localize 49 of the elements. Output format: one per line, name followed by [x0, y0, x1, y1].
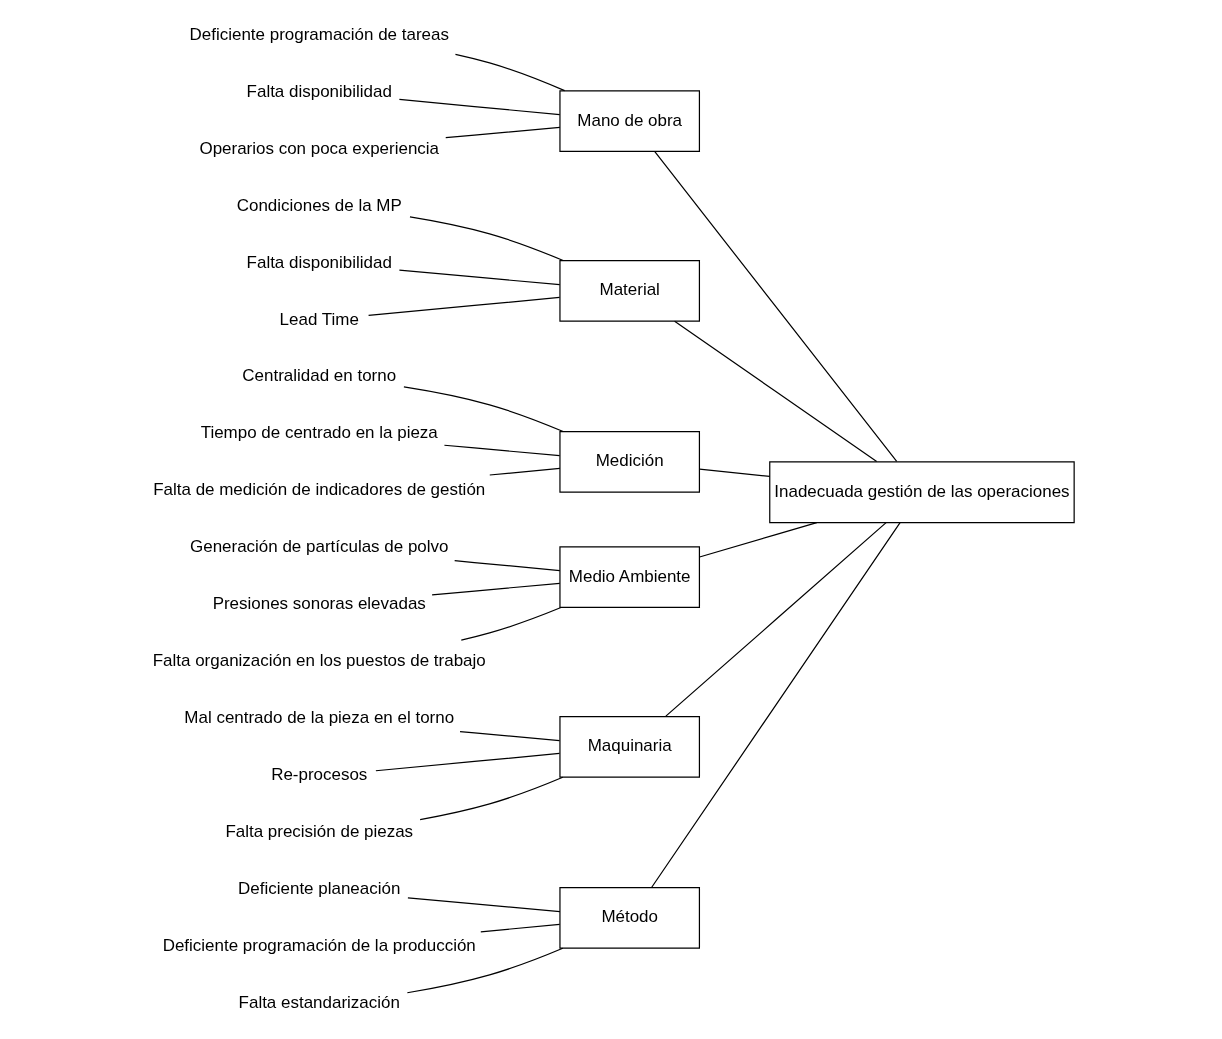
node-box: Método: [558, 886, 700, 949]
node-text: Lead Time: [279, 309, 359, 329]
connector: [419, 776, 563, 821]
node-box: Material: [558, 260, 700, 322]
connector: [650, 521, 901, 888]
node-text: Mal centrado de la pieza en el torno: [183, 708, 454, 728]
connector: [454, 53, 565, 92]
node-box: Medio Ambiente: [558, 546, 700, 609]
node-text: Deficiente programación de tareas: [189, 24, 449, 44]
connector: [398, 269, 560, 286]
connector: [402, 386, 564, 433]
connector: [408, 216, 564, 262]
node-text: Presiones sonoras elevadas: [212, 594, 426, 614]
connector: [488, 467, 560, 476]
node-text: Condiciones de la MP: [236, 195, 402, 215]
connector: [398, 98, 560, 116]
node-text: Generación de partículas de polvo: [189, 537, 448, 557]
node-box: Mano de obra: [558, 90, 700, 153]
connector: [673, 320, 877, 463]
node-box: Inadecuada gestión de las operaciones: [768, 461, 1075, 524]
node-text: Operarios con poca experiencia: [198, 138, 439, 158]
connector: [431, 582, 560, 596]
connector: [406, 947, 563, 994]
connector: [374, 752, 560, 772]
node-box: Medición: [558, 430, 700, 493]
connector: [444, 126, 560, 139]
node-text: Falta disponibilidad: [246, 81, 392, 101]
connector: [443, 444, 560, 457]
node-text: Deficiente programación de la producción: [162, 936, 476, 956]
node-text: Falta precisión de piezas: [224, 822, 413, 842]
connector: [479, 923, 560, 933]
connector: [453, 560, 560, 572]
node-text: Tiempo de centrado en la pieza: [200, 423, 438, 443]
node-text: Re-procesos: [270, 765, 367, 785]
node-text: Deficiente planeación: [237, 879, 400, 899]
connector: [458, 731, 560, 742]
connector: [367, 296, 560, 317]
node-text: Centralidad en torno: [241, 366, 396, 386]
node-text: Falta organización en los puestos de trabajo: [152, 651, 486, 671]
connector: [664, 522, 887, 717]
connector: [698, 468, 770, 477]
connector: [460, 606, 562, 641]
node-text: Falta de medición de indicadores de gestión: [152, 480, 485, 500]
node-text: Falta estandarización: [238, 993, 400, 1013]
connector: [653, 150, 897, 463]
connector: [406, 897, 560, 913]
node-text: Falta disponibilidad: [246, 252, 392, 272]
connector: [698, 522, 817, 558]
node-box: Maquinaria: [558, 715, 700, 778]
